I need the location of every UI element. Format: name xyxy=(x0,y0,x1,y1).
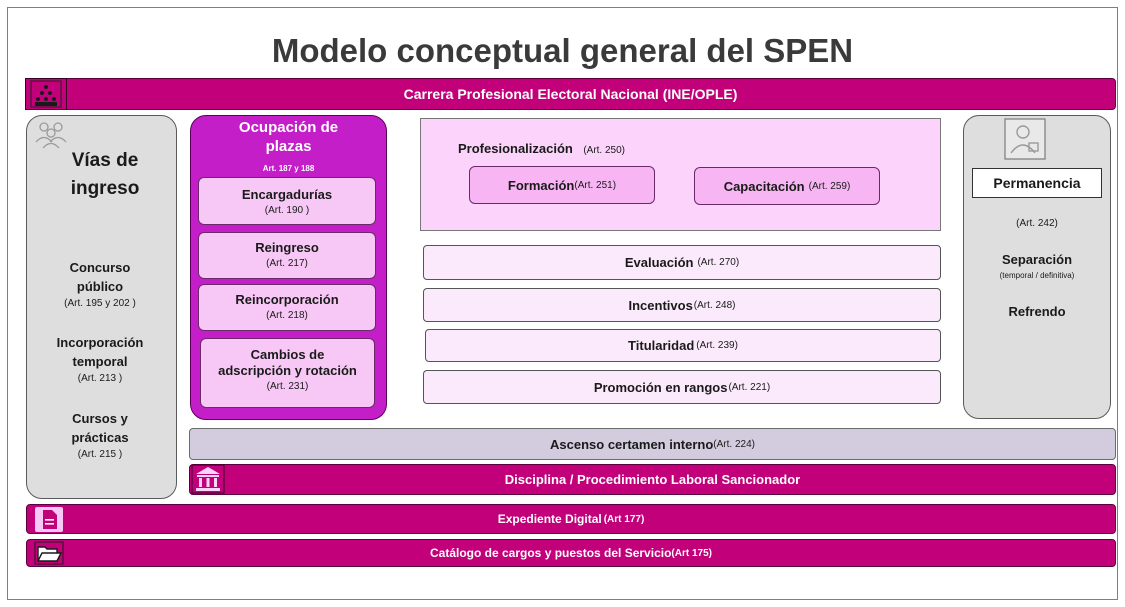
catalogo-bar: Catálogo de cargos y puestos del Servici… xyxy=(26,539,1116,567)
capacitacion-box: Capacitación (Art. 259) xyxy=(694,167,880,205)
expediente-label: Expediente Digital xyxy=(497,512,602,526)
permanence-panel xyxy=(963,115,1111,419)
entry-routes-heading-line2: ingreso xyxy=(70,178,140,199)
people-group-icon xyxy=(32,118,72,155)
row-label: Titularidad xyxy=(628,338,695,353)
row-box: Evaluación (Art. 270) xyxy=(423,245,941,280)
entry-routes-heading-line1: Vías de xyxy=(71,150,139,171)
occupation-item-ref: (Art. 231) xyxy=(266,381,309,392)
occupation-item: Reingreso (Art. 217) xyxy=(198,232,376,279)
row-label: Promoción en rangos xyxy=(593,379,728,395)
entry-route-item: Cursos y prácticas (Art. 215 ) xyxy=(30,409,170,463)
institution-icon xyxy=(191,464,225,499)
separacion-label: Separación xyxy=(1001,252,1073,267)
entry-route-line2: prácticas xyxy=(71,430,129,445)
folder-icon xyxy=(34,541,64,570)
occupation-item-label: Encargadurías xyxy=(241,187,333,202)
people-pyramid-icon xyxy=(25,78,67,110)
row-ref: (Art. 221) xyxy=(728,381,771,393)
entry-route-item: Incorporación temporal (Art. 213 ) xyxy=(30,333,170,387)
disciplina-bar: Disciplina / Procedimiento Laboral Sanci… xyxy=(189,464,1116,495)
occupation-item-ref: (Art. 217) xyxy=(266,258,308,269)
occupation-item-label: Reincorporación xyxy=(235,292,339,307)
occupation-item-ref: (Art. 190 ) xyxy=(264,205,310,216)
formacion-box: Formación (Art. 251) xyxy=(469,166,655,204)
entry-route-ref: (Art. 195 y 202 ) xyxy=(64,298,136,309)
ascenso-label: Ascenso certamen interno xyxy=(550,436,714,452)
professionalization-title: Profesionalización (Art. 250) xyxy=(458,140,625,158)
entry-route-line1: Cursos y xyxy=(72,411,128,426)
capacitacion-ref: (Art. 259) xyxy=(808,180,851,192)
occupation-heading: Ocupación de plazas xyxy=(190,118,387,156)
diagram-title: Modelo conceptual general del SPEN xyxy=(271,32,854,69)
occupation-heading-line2: plazas xyxy=(265,138,312,155)
permanencia-label: Permanencia xyxy=(993,175,1081,191)
entry-route-ref: (Art. 213 ) xyxy=(77,373,123,384)
row-ref: (Art. 239) xyxy=(696,340,738,351)
ascenso-ref: (Art. 224) xyxy=(713,438,755,450)
refrendo-label: Refrendo xyxy=(1008,304,1066,319)
formacion-ref: (Art. 251) xyxy=(574,179,617,191)
row-ref: (Art. 270) xyxy=(697,257,740,268)
entry-routes-panel xyxy=(26,115,177,499)
catalogo-ref: (Art 175) xyxy=(671,547,712,559)
entry-route-ref: (Art. 215 ) xyxy=(77,449,123,460)
entry-route-line2: temporal xyxy=(72,354,128,369)
entry-route-line2: público xyxy=(76,279,124,294)
entry-route-line1: Concurso xyxy=(69,260,131,275)
formacion-label: Formación xyxy=(507,177,575,193)
row-label: Incentivos xyxy=(628,297,693,313)
row-box: Titularidad (Art. 239) xyxy=(425,329,941,362)
row-label: Evaluación xyxy=(624,255,694,270)
permanencia-ref: (Art. 242) xyxy=(1016,218,1058,229)
separacion-sub: (temporal / definitiva) xyxy=(999,271,1075,280)
career-bar-label: Carrera Profesional Electoral Nacional (… xyxy=(403,86,738,102)
occupation-heading-line1: Ocupación de xyxy=(238,119,339,136)
career-bar: Carrera Profesional Electoral Nacional (… xyxy=(25,78,1116,110)
document-icon xyxy=(34,506,64,538)
occupation-item: Reincorporación (Art. 218) xyxy=(198,284,376,331)
entry-route-item: Concurso público (Art. 195 y 202 ) xyxy=(30,258,170,312)
row-box: Incentivos (Art. 248) xyxy=(423,288,941,322)
row-ref: (Art. 248) xyxy=(693,299,736,311)
occupation-item: Cambios de adscripción y rotación (Art. … xyxy=(200,338,375,408)
occupation-item: Encargadurías (Art. 190 ) xyxy=(198,177,376,225)
row-box: Promoción en rangos (Art. 221) xyxy=(423,370,941,404)
catalogo-label: Catálogo de cargos y puestos del Servici… xyxy=(430,546,672,560)
occupation-item-ref: (Art. 218) xyxy=(266,310,308,321)
permanencia-box: Permanencia xyxy=(972,168,1102,198)
entry-route-line1: Incorporación xyxy=(56,335,144,350)
capacitacion-label: Capacitación xyxy=(723,178,805,194)
expediente-ref: (Art 177) xyxy=(603,513,645,525)
ascenso-bar: Ascenso certamen interno (Art. 224) xyxy=(189,428,1116,460)
professionalization-ref: (Art. 250) xyxy=(583,145,626,156)
occupation-ref: Art. 187 y 188 xyxy=(262,164,315,173)
disciplina-label: Disciplina / Procedimiento Laboral Sanci… xyxy=(504,472,801,487)
entry-routes-heading: Vías de ingreso xyxy=(50,147,160,203)
occupation-item-label: Reingreso xyxy=(255,240,319,255)
occupation-item-label-line1: Cambios de xyxy=(250,347,325,362)
professionalization-label: Profesionalización xyxy=(458,141,573,156)
occupation-item-label-line2: adscripción y rotación xyxy=(218,363,357,378)
expediente-bar: Expediente Digital (Art 177) xyxy=(26,504,1116,534)
person-box-icon xyxy=(1003,117,1047,166)
